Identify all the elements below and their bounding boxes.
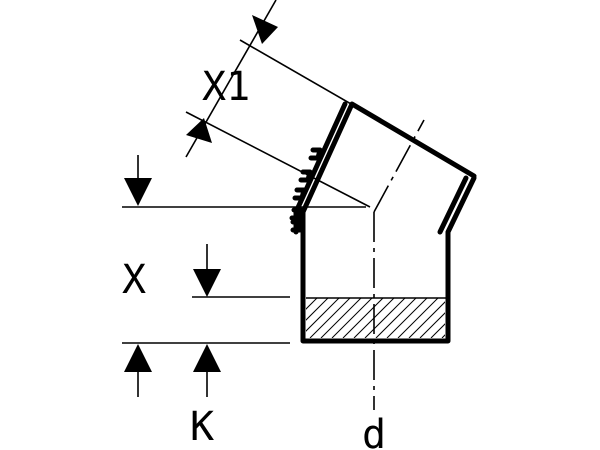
center-line-angled [373, 119, 425, 213]
hatch-line [464, 298, 504, 338]
hatch-line [408, 301, 445, 338]
seal-rib-4 [289, 207, 304, 221]
k-right-up-arrow [193, 344, 221, 372]
hatch-line [309, 298, 351, 338]
label-k: K [190, 404, 214, 450]
hatch-line [419, 312, 445, 338]
seal-rib-3 [292, 187, 307, 201]
k-left-up-arrow [124, 344, 152, 372]
hatch-line [364, 298, 406, 338]
hatch-line [306, 298, 340, 332]
x1-lower-arrow [186, 118, 212, 143]
hatch-line [497, 298, 537, 338]
hatch-line [453, 298, 493, 338]
seal-ribs [289, 147, 323, 233]
hatch-lines [306, 298, 537, 338]
center-lines [373, 119, 425, 410]
x-down-arrow [193, 269, 221, 297]
hatch-line [306, 298, 318, 310]
seal-rib-1 [308, 147, 323, 161]
hatch-line [486, 298, 526, 338]
hatch-line [320, 298, 362, 338]
right-wall-outer [437, 175, 469, 235]
pipe-fitting-outline [293, 101, 477, 344]
dimension-labels: X1 X K d [122, 64, 386, 450]
hatch-line [430, 323, 445, 338]
hatched-area [306, 297, 537, 338]
x1-extension-upper [239, 39, 477, 177]
hatch-line [331, 298, 373, 338]
hatch-line [397, 298, 439, 338]
arrowheads [124, 15, 278, 372]
seal-rib-5 [290, 219, 303, 233]
hatch-line [386, 298, 428, 338]
x1-extension-lower [185, 111, 371, 208]
x1-upper-arrow [252, 15, 278, 44]
hatch-line [342, 298, 384, 338]
hatch-line [306, 298, 329, 321]
hatch-line [375, 298, 417, 338]
hatch-line [475, 298, 515, 338]
hatch-line [306, 298, 307, 299]
left-wall [300, 175, 477, 344]
top-down-arrow [124, 178, 152, 206]
label-d: d [362, 412, 386, 450]
label-x1: X1 [202, 64, 250, 110]
label-x: X [122, 257, 146, 303]
